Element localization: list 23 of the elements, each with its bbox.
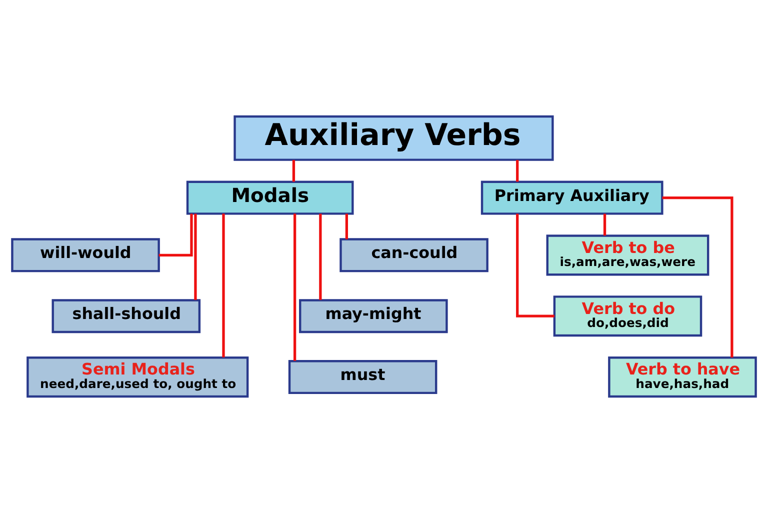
node-box: Semi Modals need,dare,used to, ought to (26, 356, 249, 398)
node-box: can-could (340, 238, 488, 272)
node-box: will-would (11, 238, 160, 272)
connector (516, 160, 519, 182)
connector (345, 213, 348, 239)
node-box: Auxiliary Verbs (234, 114, 554, 160)
node-box: shall-should (52, 298, 201, 333)
node-box: must (288, 360, 438, 394)
node-box: may-might (299, 298, 448, 333)
connector (293, 213, 296, 360)
connector (319, 213, 322, 300)
connector (222, 213, 225, 357)
node-box: Verb to do do,does,did (553, 295, 702, 336)
connector (603, 213, 606, 236)
node-box: Verb to be is,am,are,was,were (546, 234, 710, 276)
node-box: Primary Auxiliary (480, 180, 664, 214)
connector (292, 160, 296, 182)
connector (194, 213, 197, 300)
node-box: Verb to have have,has,had (608, 356, 757, 398)
node-box: Modals (186, 180, 354, 214)
connector (516, 213, 554, 317)
connector (158, 213, 193, 256)
connector (662, 196, 734, 358)
